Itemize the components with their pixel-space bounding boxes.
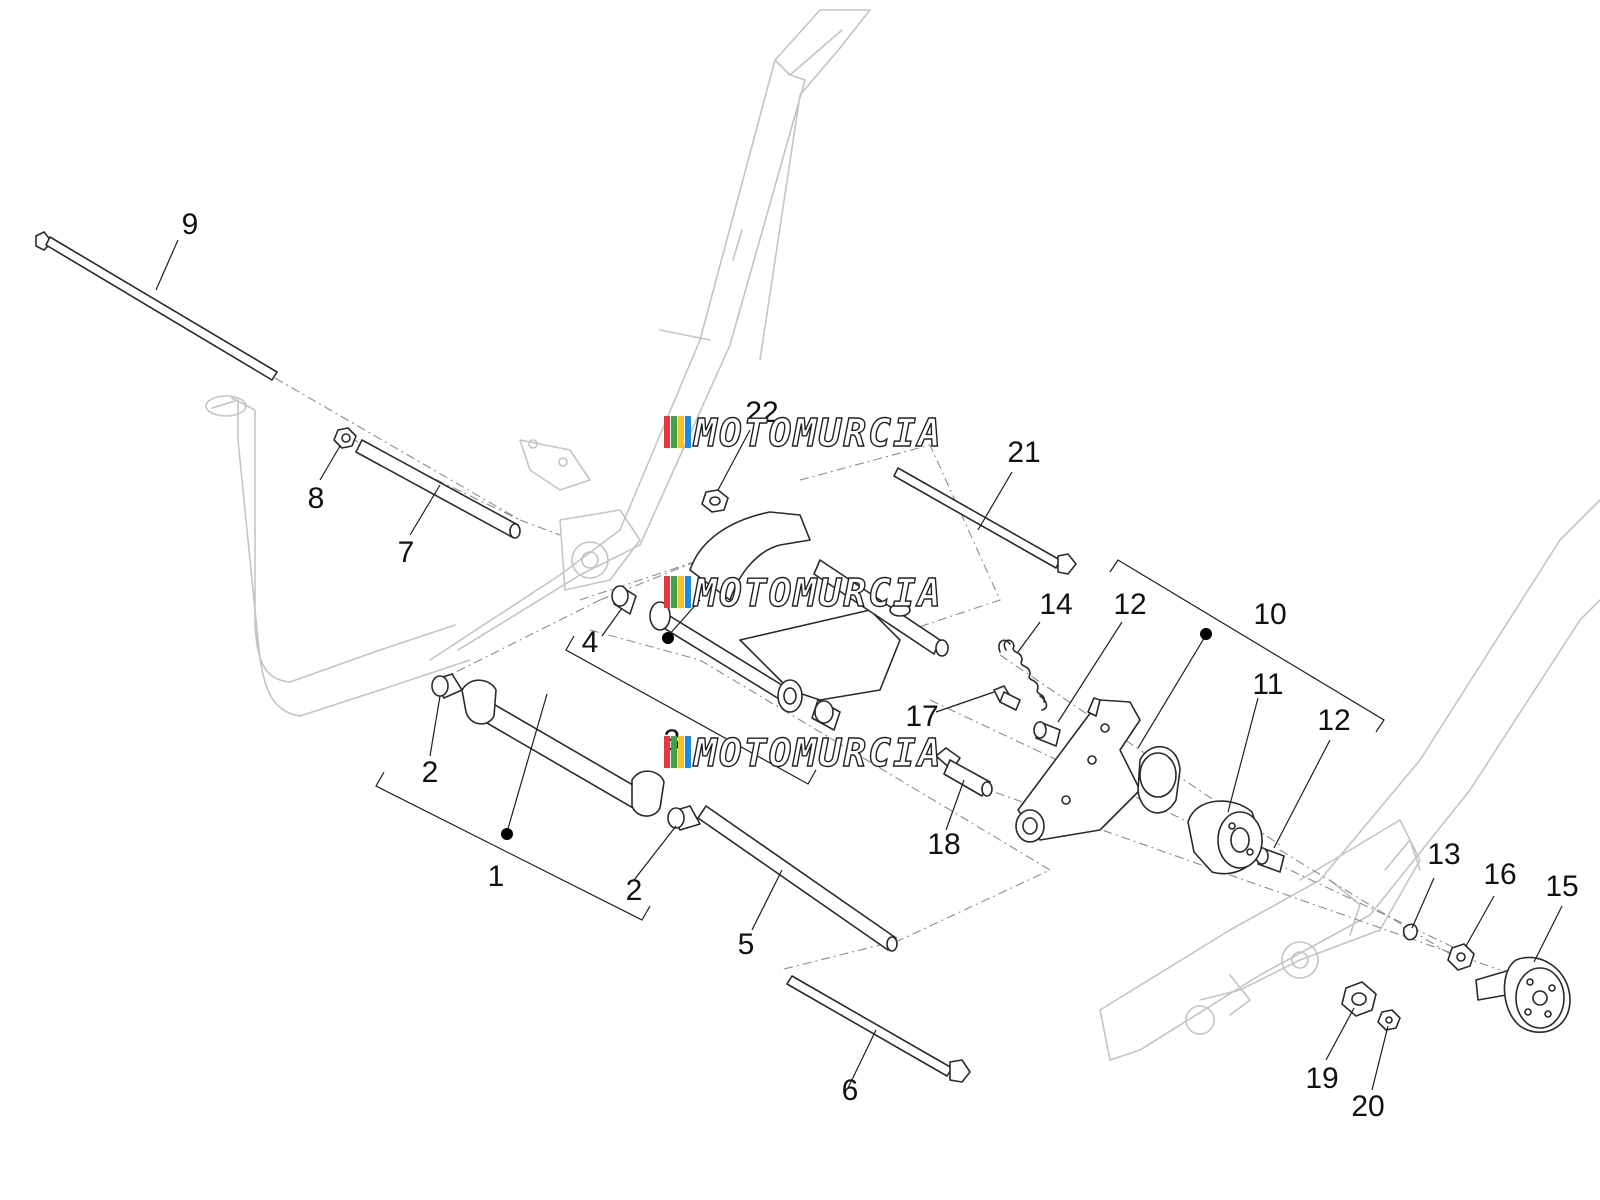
watermark-stripe — [685, 416, 691, 448]
part-sleeve-12 — [1033, 721, 1285, 873]
group-dot-3 — [662, 632, 674, 644]
watermark-stripe — [671, 576, 677, 608]
watermark-stripe — [685, 576, 691, 608]
group-brackets — [375, 559, 1385, 921]
callout-4: 4 — [582, 626, 599, 659]
part-clip-13 — [1402, 923, 1418, 941]
callout-5: 5 — [738, 928, 755, 961]
callout-21: 21 — [1007, 436, 1040, 469]
watermark-stripe — [671, 416, 677, 448]
part-bolt-21 — [893, 467, 1077, 575]
part-bushing-2 — [431, 673, 701, 831]
watermark-stripe — [664, 736, 670, 768]
part-cap-14 — [1475, 956, 1571, 1034]
watermark-bottom: MOTOMURCIA — [664, 730, 943, 776]
part-silent-block-11 — [1187, 800, 1263, 875]
callout-1: 1 — [488, 860, 505, 893]
part-spacer-tube-7 — [355, 439, 521, 539]
callout-9: 9 — [182, 208, 199, 241]
callout-labels: 9 8 7 22 21 14 12 10 11 12 4 3 17 2 1 2 … — [182, 208, 1579, 1123]
callout-12b: 12 — [1317, 704, 1350, 737]
callout-11: 11 — [1252, 668, 1283, 701]
part-nut-19 — [1341, 981, 1377, 1017]
part-pivot-tube-1 — [461, 679, 665, 817]
watermark-text: MOTOMURCIA — [692, 571, 943, 615]
part-bushing-4 — [611, 585, 841, 731]
callout-15: 14 — [1039, 588, 1072, 621]
leader-lines — [155, 239, 1563, 1091]
callout-10: 10 — [1253, 598, 1286, 631]
callout-14: 15 — [1545, 870, 1578, 903]
callout-16: 17 — [905, 700, 938, 733]
part-swing-arm-link — [649, 511, 949, 713]
part-stud-18 — [935, 747, 993, 797]
part-spring-15 — [998, 639, 1048, 711]
part-nut-17 — [1447, 943, 1475, 971]
part-nut-22 — [701, 489, 729, 513]
part-nut-8 — [333, 427, 357, 449]
callout-19: 19 — [1305, 1062, 1338, 1095]
callout-22: 22 — [745, 396, 778, 429]
watermark-stripe — [671, 736, 677, 768]
callout-6: 6 — [842, 1074, 859, 1107]
part-bracket-10 — [1015, 697, 1181, 843]
callout-2a: 2 — [422, 756, 439, 789]
watermark-stripe — [678, 576, 684, 608]
watermark-stripe — [664, 576, 670, 608]
watermark-stripe — [685, 736, 691, 768]
part-bolt-16 — [993, 685, 1021, 711]
part-long-bolt-9 — [35, 231, 278, 381]
group-dot-10 — [1200, 628, 1212, 640]
part-bolt-6 — [786, 975, 971, 1083]
callout-7: 7 — [398, 536, 415, 569]
scooter-frame — [205, 9, 1600, 1061]
watermark-text: MOTOMURCIA — [692, 731, 943, 775]
watermark-stripe — [678, 416, 684, 448]
callout-18: 18 — [927, 828, 960, 861]
group-dot-1 — [501, 828, 513, 840]
callout-13: 13 — [1427, 838, 1460, 871]
watermark-middle: MOTOMURCIA — [664, 570, 943, 616]
callout-2b: 2 — [626, 874, 643, 907]
part-nut-20 — [1377, 1009, 1401, 1031]
watermark-stripe — [664, 416, 670, 448]
watermark-top: MOTOMURCIA — [664, 410, 943, 456]
callout-8: 8 — [308, 482, 325, 515]
watermark-text: MOTOMURCIA — [692, 411, 943, 455]
part-spacer-5 — [697, 805, 898, 952]
callout-17: 16 — [1483, 858, 1516, 891]
callout-20: 20 — [1351, 1090, 1384, 1123]
watermark-stripe — [678, 736, 684, 768]
callout-12a: 12 — [1113, 588, 1146, 621]
